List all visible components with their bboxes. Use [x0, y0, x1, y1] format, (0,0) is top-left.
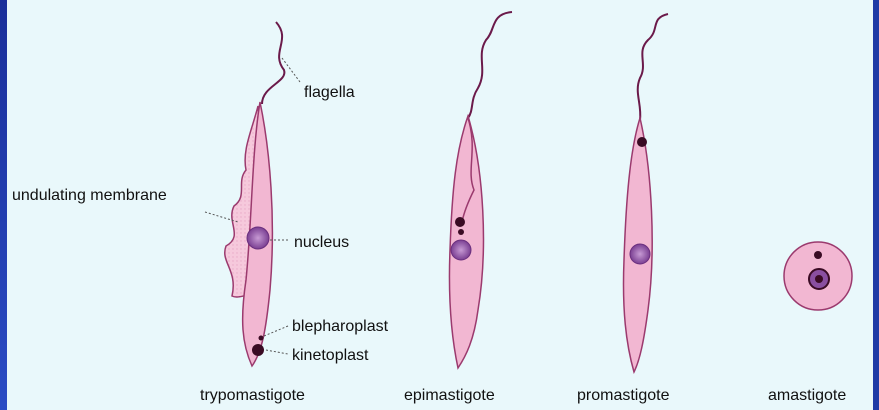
label-nucleus: nucleus — [294, 234, 349, 251]
caption-trypomastigote: trypomastigote — [200, 387, 305, 404]
amastigote-nucleus-core — [815, 275, 823, 283]
trypomastigote-nucleus — [247, 227, 269, 249]
epimastigote-nucleus — [451, 240, 471, 260]
epimastigote-blepharoplast — [455, 217, 465, 227]
epimastigote-flagellum — [468, 12, 512, 118]
kinetoplast-leader — [266, 350, 288, 354]
promastigote-kinetoplast — [637, 137, 647, 147]
trypomastigote-blepharoplast — [259, 336, 264, 341]
promastigote-figure — [623, 14, 668, 372]
amastigote-kinetoplast — [814, 251, 822, 259]
promastigote-flagellum — [638, 14, 668, 120]
epimastigote-kinetoplast — [458, 229, 464, 235]
promastigote-nucleus — [630, 244, 650, 264]
trypomastigote-figure — [225, 22, 285, 366]
caption-amastigote: amastigote — [768, 387, 846, 404]
trypomastigote-flagellum — [262, 22, 284, 104]
label-kinetoplast: kinetoplast — [292, 347, 369, 364]
trypomastigote-kinetoplast — [252, 344, 264, 356]
amastigote-figure — [784, 242, 852, 310]
epimastigote-figure — [449, 12, 512, 368]
label-flagella: flagella — [304, 84, 355, 101]
caption-epimastigote: epimastigote — [404, 387, 495, 404]
blepharoplast-leader — [264, 326, 288, 336]
caption-promastigote: promastigote — [577, 387, 670, 404]
label-blepharoplast: blepharoplast — [292, 318, 389, 335]
label-undulating-membrane: undulating membrane — [12, 187, 167, 204]
